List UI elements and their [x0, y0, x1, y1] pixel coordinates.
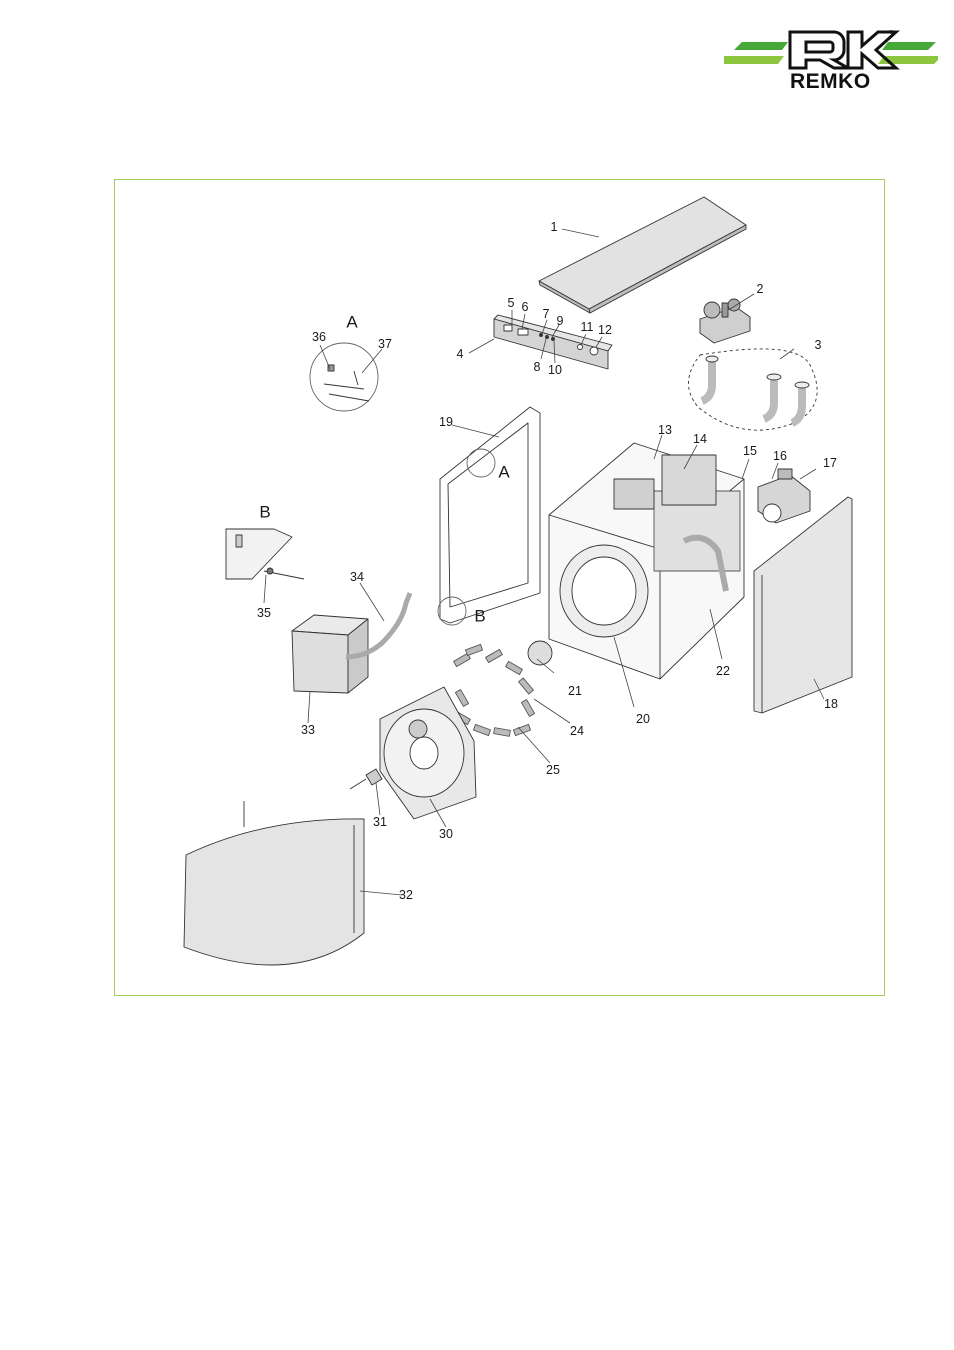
part-label-5: 5 — [507, 295, 515, 310]
burner-door-part — [379, 686, 477, 820]
part-label-35: 35 — [257, 605, 271, 620]
turbulators-part — [453, 643, 536, 737]
part-label-7: 7 — [542, 306, 550, 321]
diagram-frame — [114, 179, 885, 996]
part-label-36: 36 — [312, 329, 326, 344]
part-label-30: 30 — [439, 826, 453, 841]
detail-callout-b: B — [474, 606, 486, 626]
sight-glass-part — [349, 768, 383, 790]
round-plate-part — [527, 640, 553, 666]
part-label-1: 1 — [550, 219, 558, 234]
detail-b-view — [225, 528, 305, 580]
front-cover-part — [183, 801, 365, 966]
part-label-16: 16 — [773, 448, 787, 463]
part-label-34: 34 — [350, 569, 364, 584]
detail-label-b: B — [259, 502, 271, 522]
main-body-part — [548, 442, 745, 680]
part-label-31: 31 — [373, 814, 387, 829]
part-label-4: 4 — [456, 346, 464, 361]
part-label-33: 33 — [301, 722, 315, 737]
top-cover-part — [538, 196, 747, 314]
detail-a-view — [309, 342, 379, 412]
part-label-17: 17 — [823, 455, 837, 470]
condensate-trap-part — [291, 614, 369, 694]
svg-text:®: ® — [889, 30, 894, 36]
part-label-2: 2 — [756, 281, 764, 296]
part-label-37: 37 — [378, 336, 392, 351]
part-label-8: 8 — [533, 359, 541, 374]
brand-wordmark: REMKO — [790, 70, 871, 93]
part-label-21: 21 — [568, 683, 582, 698]
remko-logo: ® — [724, 30, 938, 70]
front-frame-part — [437, 406, 541, 626]
fan-housing-part — [757, 468, 811, 524]
part-label-12: 12 — [598, 322, 612, 337]
part-label-13: 13 — [658, 422, 672, 437]
part-label-9: 9 — [556, 313, 564, 328]
part-label-20: 20 — [636, 711, 650, 726]
part-label-11: 11 — [580, 319, 594, 334]
hose-part — [345, 592, 413, 660]
detail-label-a: A — [346, 312, 358, 332]
part-label-3: 3 — [814, 337, 822, 352]
part-label-32: 32 — [399, 887, 413, 902]
gas-valve-part — [699, 298, 751, 344]
exploded-view-drawing — [183, 196, 853, 966]
leader-lines — [263, 228, 825, 896]
part-label-25: 25 — [546, 762, 560, 777]
part-label-19: 19 — [439, 414, 453, 429]
part-label-10: 10 — [548, 362, 562, 377]
part-label-6: 6 — [521, 299, 529, 314]
part-label-15: 15 — [743, 443, 757, 458]
detail-callout-a: A — [498, 462, 510, 482]
part-label-14: 14 — [693, 431, 707, 446]
side-panel-part — [753, 496, 853, 714]
part-label-24: 24 — [570, 723, 584, 738]
part-label-18: 18 — [824, 696, 838, 711]
part-label-22: 22 — [716, 663, 730, 678]
pipe-elbows-part — [688, 348, 818, 431]
